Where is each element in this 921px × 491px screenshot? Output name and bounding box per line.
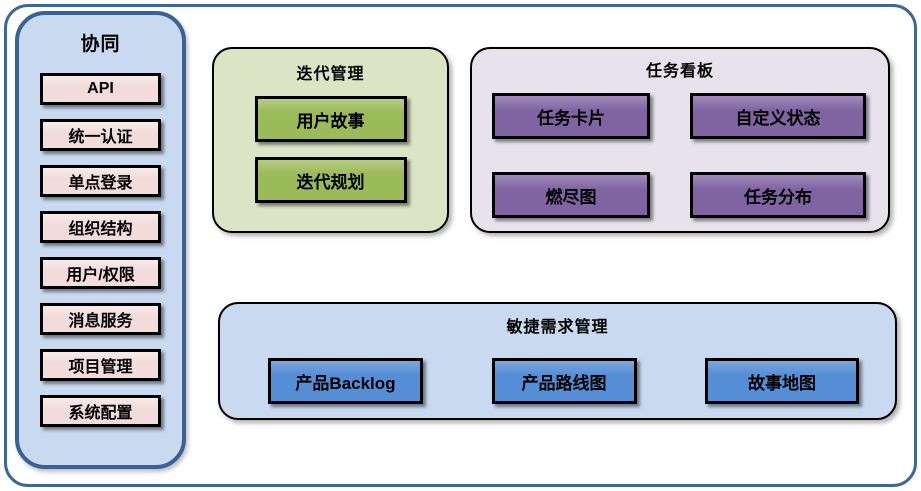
- sidebar-item-list: API 统一认证 单点登录 组织结构 用户/权限 消息服务 项目管理 系统配置: [19, 73, 182, 427]
- sidebar-item-api: API: [40, 73, 161, 105]
- card-burndown-chart: 燃尽图: [492, 172, 650, 218]
- sidebar-title: 协同: [80, 34, 121, 55]
- panel-iteration-title: 迭代管理: [296, 66, 365, 83]
- panel-iteration-management: 迭代管理 用户故事 迭代规划: [212, 47, 449, 233]
- panel-agile-requirements: 敏捷需求管理 产品Backlog 产品路线图 故事地图: [218, 302, 897, 420]
- panel-task-board-title: 任务看板: [645, 63, 714, 80]
- card-task-distribution: 任务分布: [690, 172, 866, 218]
- sidebar-collaboration: 协同 API 统一认证 单点登录 组织结构 用户/权限 消息服务 项目管理 系统…: [15, 11, 186, 469]
- sidebar-item-system-config: 系统配置: [40, 395, 161, 427]
- sidebar-item-project-management: 项目管理: [40, 349, 161, 381]
- card-product-roadmap: 产品路线图: [491, 358, 637, 404]
- sidebar-item-org-structure: 组织结构: [40, 211, 161, 243]
- sidebar-item-sso: 单点登录: [40, 165, 161, 197]
- sidebar-item-message-service: 消息服务: [40, 303, 161, 335]
- sidebar-item-user-permissions: 用户/权限: [40, 257, 161, 289]
- card-story-map: 故事地图: [705, 358, 859, 404]
- card-user-story: 用户故事: [254, 96, 407, 142]
- sidebar-item-unified-auth: 统一认证: [40, 119, 161, 151]
- card-iteration-planning: 迭代规划: [254, 157, 407, 203]
- panel-iteration-cards: 用户故事 迭代规划: [214, 96, 447, 203]
- card-custom-status: 自定义状态: [690, 93, 866, 139]
- card-task-card: 任务卡片: [492, 93, 650, 139]
- panel-agile-cards: 产品Backlog 产品路线图 故事地图: [220, 358, 895, 404]
- panel-task-board: 任务看板 任务卡片 自定义状态 燃尽图 任务分布: [470, 47, 890, 233]
- card-product-backlog: 产品Backlog: [268, 358, 423, 404]
- panel-task-board-row-2: 燃尽图 任务分布: [472, 172, 888, 218]
- panel-agile-title: 敏捷需求管理: [506, 319, 609, 336]
- panel-task-board-row-1: 任务卡片 自定义状态: [472, 93, 888, 139]
